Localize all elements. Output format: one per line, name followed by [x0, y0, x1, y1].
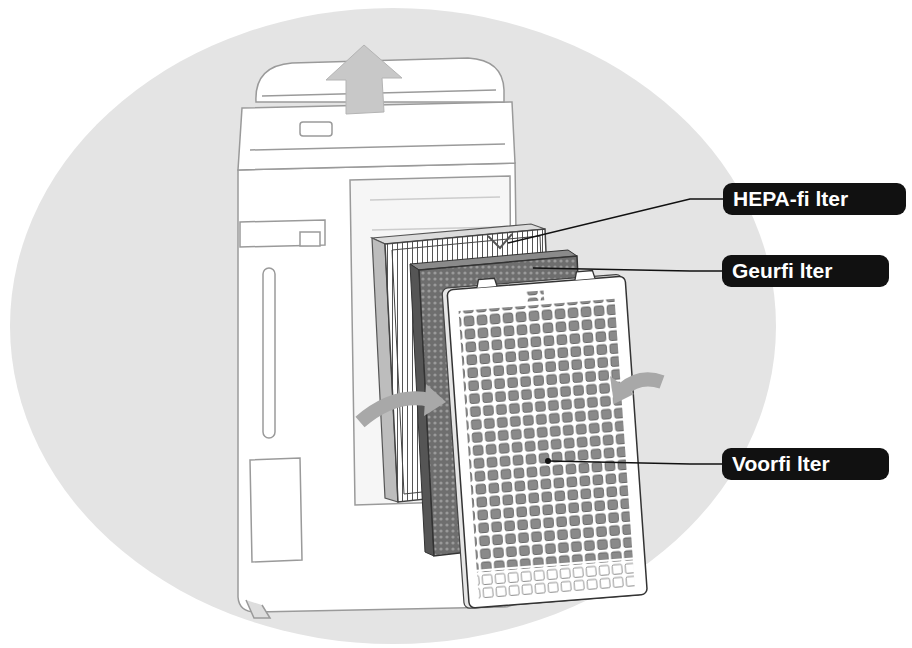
part-label: Voorfi lter — [732, 452, 879, 476]
leader-line — [548, 461, 724, 464]
part-label: HEPA-fi lter — [733, 187, 896, 211]
water-tank — [250, 458, 302, 562]
handle-notch — [300, 232, 320, 246]
insert-arrow-head — [424, 384, 446, 416]
leader-line — [508, 199, 724, 243]
frame-line — [250, 144, 505, 150]
foot — [246, 600, 270, 618]
prefilter-mesh — [459, 299, 633, 570]
prefilter-frame — [447, 276, 647, 608]
insert-arrow — [622, 379, 662, 390]
part-label: Geurfi lter — [732, 259, 879, 283]
leader-lines — [508, 199, 724, 464]
insert-arrow — [360, 398, 430, 422]
label-box: HEPA-fi lter — [723, 183, 906, 215]
side-slot — [263, 268, 275, 438]
label-box: Voorfi lter — [722, 448, 889, 480]
background-ellipse — [10, 8, 776, 644]
prefilter-mesh-low — [477, 559, 635, 599]
leader-line — [533, 268, 724, 271]
label-box: Geurfi lter — [722, 255, 889, 287]
prefilter-clip — [476, 278, 497, 288]
front-detail — [300, 122, 332, 136]
hepa-tab — [488, 234, 512, 248]
insert-arrow-head — [610, 376, 634, 404]
side-handle — [240, 220, 325, 247]
prefilter-clip — [574, 270, 595, 280]
airflow-arrow — [326, 45, 402, 114]
leader-dot — [545, 458, 551, 464]
prefilter-grip — [526, 290, 545, 301]
pre-filter — [441, 268, 647, 609]
